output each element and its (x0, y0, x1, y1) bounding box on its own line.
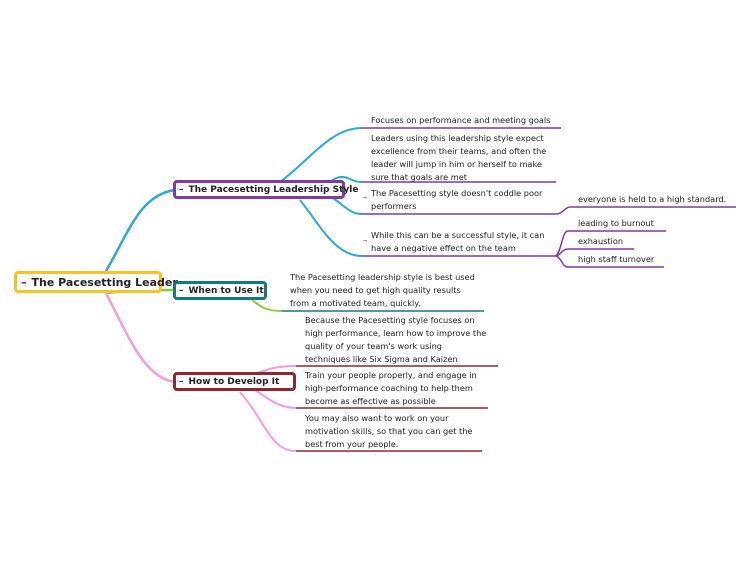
branch-label: The Pacesetting Leadership Style (188, 184, 359, 195)
topic-high-standard[interactable]: everyone is held to a high standard. (578, 193, 726, 206)
topic-improve-quality[interactable]: Because the Pacesetting style focuses on… (305, 314, 486, 366)
collapse-toggle[interactable]: – (179, 285, 184, 296)
topic-line: Because the Pacesetting style focuses on (305, 315, 475, 325)
link-b3-c3 (239, 391, 297, 452)
topic-line: The Pacesetting leadership style is best… (290, 272, 475, 282)
topic-line: exhaustion (578, 236, 624, 246)
link-b3-c2 (254, 389, 297, 409)
topic-line: have a negative effect on the team (371, 243, 516, 253)
root-label: The Pacesetting Leader (31, 275, 178, 289)
topic-line: high staff turnover (578, 254, 655, 264)
topic-line: best from your people. (305, 439, 399, 449)
topic-staff-turnover[interactable]: high staff turnover (578, 253, 654, 266)
link-b1-c4 (299, 199, 363, 257)
collapse-toggle[interactable]: – (179, 376, 184, 387)
link-b1-c1 (279, 127, 363, 183)
branch-node-how-to-develop[interactable]: – How to Develop It (173, 372, 296, 391)
link-b1-c4-s3 (555, 255, 569, 268)
topic-line: Leaders using this leadership style expe… (371, 133, 544, 143)
topic-line: Focuses on performance and meeting goals (371, 115, 551, 125)
root-node[interactable]: – The Pacesetting Leader (14, 271, 178, 293)
link-b1-c3-s1 (555, 206, 571, 215)
branch-label: How to Develop It (188, 376, 280, 387)
link-b2-c1 (251, 299, 283, 312)
link-b1-c4-s2 (555, 248, 569, 257)
topic-negative-effect[interactable]: While this can be a successful style, it… (371, 229, 544, 255)
collapse-toggle[interactable]: – (363, 193, 368, 203)
branch-node-leadership-style[interactable]: – The Pacesetting Leadership Style (173, 180, 358, 199)
topic-line: high performance, learn how to improve t… (305, 328, 487, 338)
topic-line: performers (371, 201, 417, 211)
topic-line: The Pacesetting style doesn't coddle poo… (371, 188, 543, 198)
topic-line: high-performance coaching to help them (305, 383, 473, 393)
topic-line: everyone is held to a high standard. (578, 194, 727, 204)
link-b1-c2 (329, 175, 363, 184)
collapse-toggle[interactable]: – (179, 184, 184, 195)
link-root-branch3 (104, 292, 176, 384)
topic-line: leading to burnout (578, 218, 654, 228)
topic-performance-goals[interactable]: Focuses on performance and meeting goals (371, 114, 550, 127)
branch-label: When to Use It (188, 285, 264, 296)
topic-line: While this can be a successful style, it… (371, 230, 545, 240)
branch-node-when-to-use[interactable]: – When to Use It (173, 281, 267, 300)
topic-line: quality of your team's work using (305, 341, 443, 351)
topic-line: leader will jump in him or herself to ma… (371, 159, 542, 169)
topic-train-people[interactable]: Train your people properly, and engage i… (305, 369, 477, 408)
topic-line: You may also want to work on your (305, 413, 449, 423)
topic-line: motivation skills, so that you can get t… (305, 426, 473, 436)
topic-burnout[interactable]: leading to burnout (578, 217, 654, 230)
topic-line: sure that goals are met (371, 172, 467, 182)
topic-best-used[interactable]: The Pacesetting leadership style is best… (290, 271, 475, 310)
topic-line: techniques like Six Sigma and Kaizen (305, 354, 458, 364)
topic-line: become as effective as possible (305, 396, 436, 406)
topic-motivation-skills[interactable]: You may also want to work on your motiva… (305, 412, 472, 451)
topic-line: from a motivated team, quickly. (290, 298, 421, 308)
topic-leaders-expect[interactable]: Leaders using this leadership style expe… (371, 132, 546, 184)
topic-line: excellence from their teams, and often t… (371, 146, 547, 156)
link-root-branch1 (104, 188, 176, 272)
topic-exhaustion[interactable]: exhaustion (578, 235, 623, 248)
topic-line: Train your people properly, and engage i… (305, 370, 477, 380)
collapse-toggle[interactable]: – (363, 236, 368, 246)
link-b1-c4-s1 (555, 230, 569, 257)
collapse-toggle[interactable]: – (21, 275, 27, 289)
topic-line: when you need to get high quality result… (290, 285, 461, 295)
topic-doesnt-coddle[interactable]: The Pacesetting style doesn't coddle poo… (371, 187, 542, 213)
